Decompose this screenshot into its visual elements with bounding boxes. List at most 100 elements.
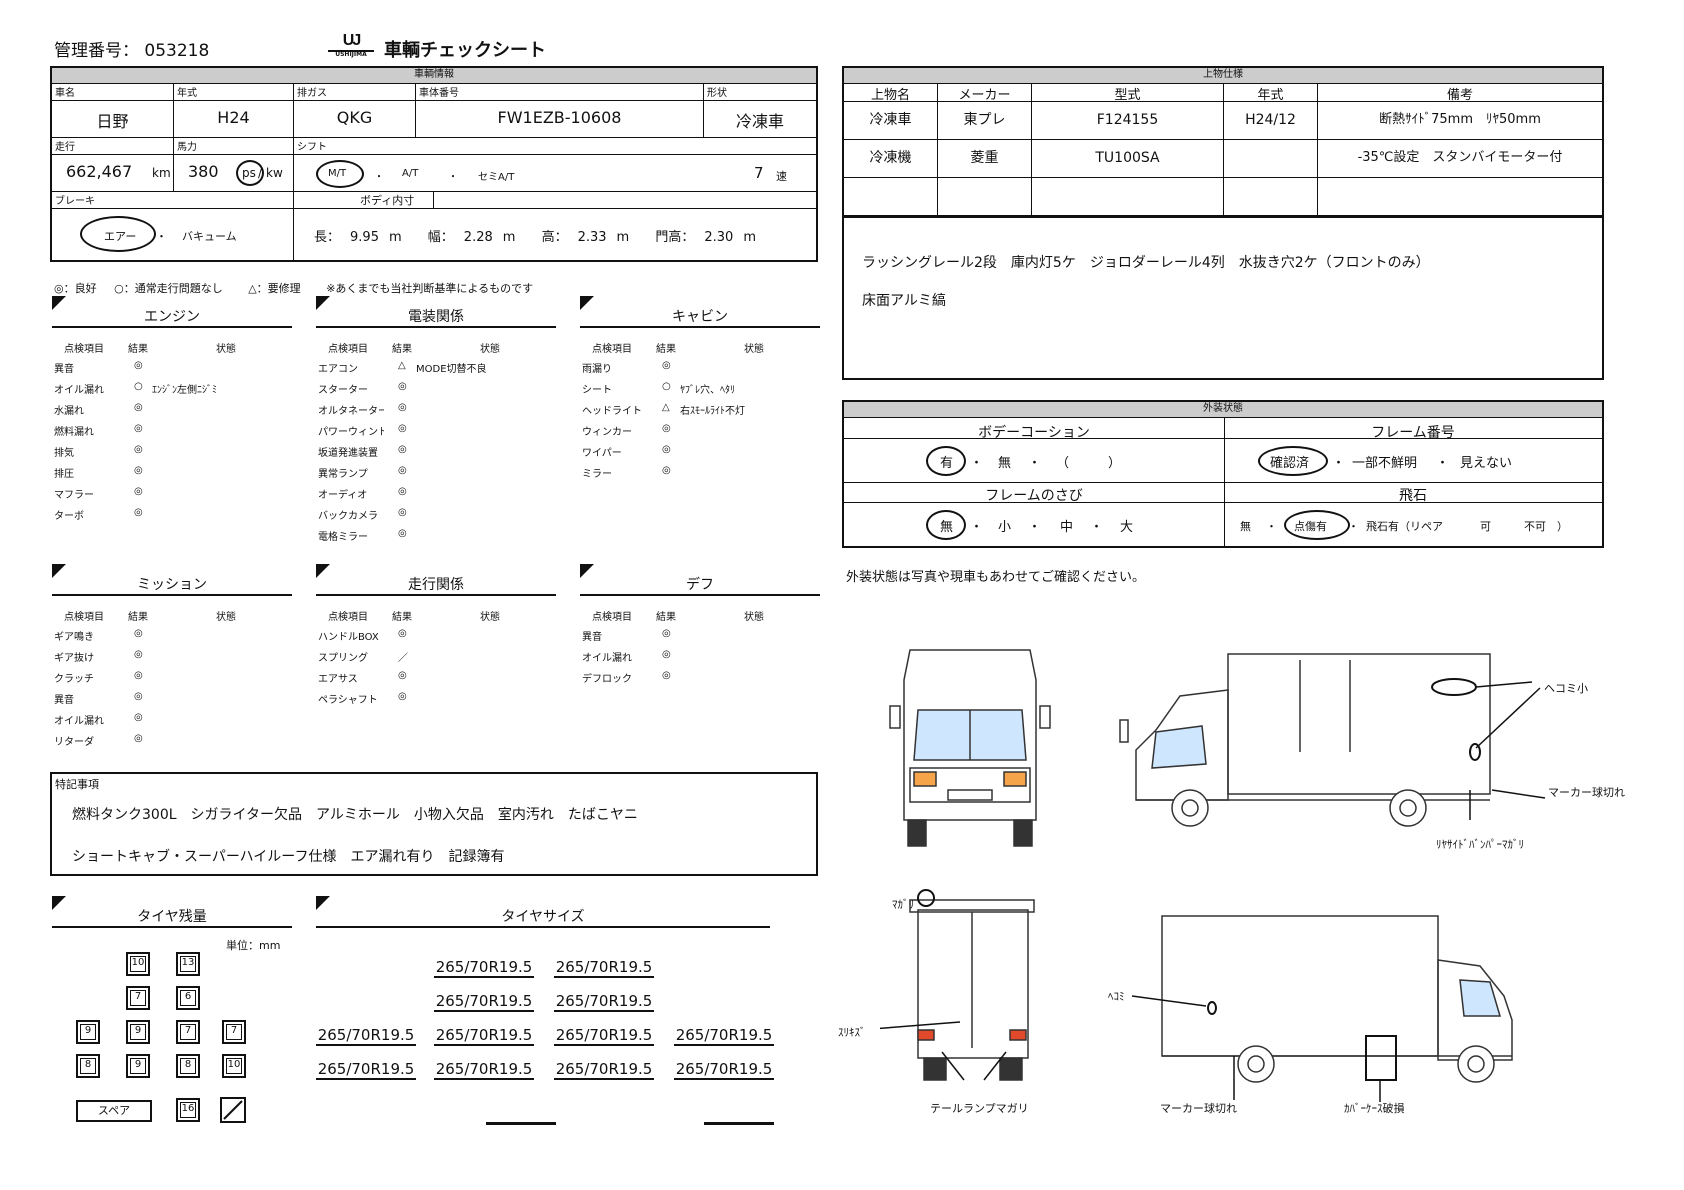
tire-size-value: 265/70R19.5 bbox=[316, 1026, 416, 1046]
tire-remain-box: 13 bbox=[176, 952, 200, 976]
column-header-state: 状態 bbox=[744, 344, 764, 355]
check-row: オイル漏れ◎ bbox=[54, 712, 294, 730]
check-row: 雨漏り◎ bbox=[582, 360, 822, 378]
check-row: 水漏れ◎ bbox=[54, 402, 294, 420]
upper-cell bbox=[1032, 178, 1224, 216]
tire-remain-value: 7 bbox=[230, 1025, 238, 1036]
door-unit: m bbox=[743, 230, 756, 245]
column-header-state: 状態 bbox=[216, 612, 236, 623]
column-header-item: 点検項目 bbox=[592, 344, 632, 355]
tire-size-title: タイヤサイズ bbox=[316, 906, 770, 928]
tire-remain-value: 10 bbox=[227, 1059, 241, 1070]
tire-size-value: 265/70R19.5 bbox=[434, 992, 534, 1012]
tire-remain-value: 7 bbox=[134, 991, 142, 1002]
check-item-label: エアコン bbox=[318, 364, 358, 375]
hp-unit-kw: kw bbox=[266, 166, 283, 180]
car-name-value: 日野 bbox=[96, 112, 129, 131]
tire-size-value: 265/70R19.5 bbox=[554, 1026, 654, 1046]
check-item-label: オイル漏れ bbox=[54, 716, 104, 727]
chassis-cell: 車体番号 FW1EZB-10608 bbox=[416, 84, 704, 138]
tire-size-empty-slot bbox=[704, 1122, 774, 1125]
check-row: オイル漏れ◎ bbox=[582, 649, 822, 667]
check-result: △ bbox=[662, 402, 670, 413]
height-value: 2.33 bbox=[577, 230, 607, 245]
chip-sep-2: ・ bbox=[1348, 520, 1359, 533]
tire-size-value: 265/70R19.5 bbox=[554, 992, 654, 1012]
shift-semi: セミA/T bbox=[478, 172, 515, 183]
chip-ok: 可 bbox=[1480, 520, 1491, 533]
rust-sep-2: ・ bbox=[1028, 520, 1042, 535]
mileage-unit: km bbox=[152, 166, 171, 180]
engine-marker-icon bbox=[52, 296, 66, 310]
truck-front-view-icon bbox=[889, 649, 1051, 847]
frame-invisible: 見えない bbox=[1460, 456, 1513, 471]
upper-cell bbox=[1318, 178, 1602, 216]
shape-cell: 形状 冷凍車 bbox=[704, 84, 816, 138]
upper-cell bbox=[938, 178, 1032, 216]
tire-remain-value: 7 bbox=[184, 1025, 192, 1036]
check-result: ◎ bbox=[398, 528, 407, 539]
logo-text: USHIJIMA bbox=[328, 50, 374, 58]
mission-marker-icon bbox=[52, 564, 66, 578]
horsepower-value: 380 bbox=[188, 162, 219, 181]
exterior-confirm-note: 外装状態は写真や現車もあわせてご確認ください。 bbox=[846, 570, 1146, 585]
body-coat-no: 無 bbox=[998, 456, 1012, 471]
tire-remain-box: 7 bbox=[176, 1020, 200, 1044]
chip-ng: 不可 ） bbox=[1524, 520, 1568, 533]
check-state: ﾔﾌﾞﾚ穴、ﾍﾀﾘ bbox=[680, 385, 735, 396]
upper-cell: 断熱ｻｲﾄﾞ75mm ﾘﾔ50mm bbox=[1318, 102, 1602, 140]
chassis-label: 車体番号 bbox=[419, 88, 459, 99]
length-label: 長： bbox=[314, 230, 341, 245]
chip-label: 飛石 bbox=[1399, 488, 1427, 504]
year-cell: 年式 H24 bbox=[174, 84, 294, 138]
length-value: 9.95 bbox=[350, 230, 379, 245]
tire-size-value: 265/70R19.5 bbox=[554, 1060, 654, 1080]
vehicle-info-panel: 車輌情報 車名 日野 年式 H24 排ガス QKG 車体番号 FW1EZB-10… bbox=[50, 66, 818, 262]
frame-sep-2: ・ bbox=[1436, 456, 1450, 471]
check-state: ｴﾝｼﾞﾝ左側ﾆｼﾞﾐ bbox=[152, 385, 217, 396]
check-item-label: 異音 bbox=[582, 632, 602, 643]
annot-marker-out-1: マーカー球切れ bbox=[1548, 786, 1625, 799]
column-header-result: 結果 bbox=[128, 612, 148, 623]
check-state: MODE切替不良 bbox=[416, 364, 487, 375]
electric-section-title: 電装関係 bbox=[316, 306, 556, 328]
upper-cell: H24/12 bbox=[1224, 102, 1318, 140]
check-item-label: 坂道発進装置 bbox=[318, 448, 378, 459]
check-row: ヘッドライト△右ｽﾓｰﾙﾗｲﾄ不灯 bbox=[582, 402, 822, 420]
check-row: 異音◎ bbox=[582, 628, 822, 646]
check-row: ギア鳴き◎ bbox=[54, 628, 294, 646]
tire-size-value: 265/70R19.5 bbox=[674, 1026, 774, 1046]
air-selected-circle bbox=[80, 216, 156, 252]
check-row: エアコン △ MODE切替不良 bbox=[318, 360, 558, 378]
check-result: ◎ bbox=[662, 465, 671, 476]
check-result: ◎ bbox=[134, 360, 143, 371]
tire-size-value: 265/70R19.5 bbox=[554, 958, 654, 978]
rust-small: 小 bbox=[998, 520, 1012, 535]
column-header-item: 点検項目 bbox=[328, 612, 368, 623]
mileage-value: 662,467 bbox=[66, 162, 133, 181]
spare-label: スペア bbox=[97, 1104, 131, 1117]
exhaust-label: 排ガス bbox=[297, 88, 327, 99]
legend: ◎：良好 ○：通常走行問題なし △：要修理 ※あくまでも当社判断基準によるもので… bbox=[54, 280, 533, 296]
tire-remain-value: 6 bbox=[184, 991, 192, 1002]
annot-scratch: ｽﾘｷｽﾞ bbox=[838, 1026, 866, 1039]
exterior-title: 外装状態 bbox=[844, 402, 1602, 418]
check-result: ◎ bbox=[398, 486, 407, 497]
check-result: ◎ bbox=[134, 444, 143, 455]
column-header-state: 状態 bbox=[480, 612, 500, 623]
body-coat-sep-2: ・ bbox=[1028, 456, 1042, 471]
check-result: ◎ bbox=[398, 402, 407, 413]
check-result: △ bbox=[398, 360, 406, 371]
tire-remain-box: 6 bbox=[176, 986, 200, 1010]
tire-remain-box: 8 bbox=[176, 1054, 200, 1078]
upper-cell: 菱重 bbox=[938, 140, 1032, 178]
company-logo: UJ USHIJIMA bbox=[328, 32, 374, 58]
rust-mid: 中 bbox=[1060, 520, 1074, 535]
tire-size-value: 265/70R19.5 bbox=[434, 958, 534, 978]
shift-sep-1: ・ bbox=[374, 172, 384, 183]
truck-left-side-view-icon bbox=[1131, 915, 1513, 1102]
check-row: ワイパー◎ bbox=[582, 444, 822, 462]
check-result: ／ bbox=[398, 653, 408, 664]
remarks-panel: 特記事項 燃料タンク300L シガライター欠品 アルミホール 小物入欠品 室内汚… bbox=[50, 772, 818, 876]
tire-remain-box: 8 bbox=[76, 1054, 100, 1078]
